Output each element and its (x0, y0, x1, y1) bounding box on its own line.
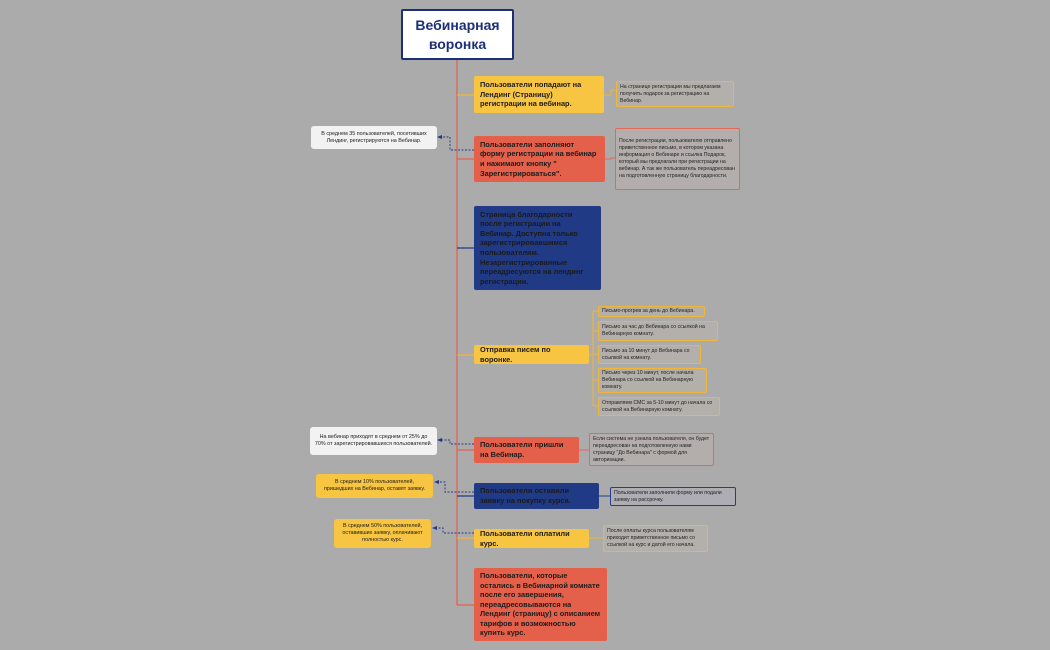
link-stat-applied (435, 481, 474, 493)
note-email-1[interactable]: Письмо-прогрев за день до Вебинара. (598, 306, 705, 317)
step-registration[interactable]: Пользователи заполняют форму регистрации… (474, 136, 605, 182)
arrow-stat-attended (437, 438, 442, 442)
step-applied[interactable]: Пользователи оставили заявку на покупку … (474, 483, 599, 509)
note-registration[interactable]: После регистрации, пользователю отправле… (615, 128, 740, 190)
arrow-stat-registration (437, 135, 442, 139)
step-thank-you[interactable]: Страница благодарности после регистрации… (474, 206, 601, 290)
link-note-landing (604, 89, 616, 96)
arrow-stat-paid (432, 526, 437, 530)
stat-paid[interactable]: В среднем 50% пользователей, оставивших … (334, 519, 431, 548)
note-paid[interactable]: После оплаты курса пользователям приходи… (603, 525, 708, 552)
note-applied[interactable]: Пользователи заполнили форму или подали … (610, 487, 736, 506)
link-stat-paid (433, 527, 474, 534)
root-title[interactable]: Вебинарная воронка (401, 9, 514, 60)
note-email-5[interactable]: Отправляем СМС за 5-10 минут до начала с… (598, 397, 720, 416)
stat-attended[interactable]: На вебинар приходят в среднем от 25% до … (310, 427, 437, 455)
step-attended[interactable]: Пользователи пришли на Вебинар. (474, 437, 579, 463)
link-stat-registration (438, 136, 474, 151)
step-paid[interactable]: Пользователи оплатили курс. (474, 529, 589, 548)
note-email-2[interactable]: Письмо за час до Вебинара со ссылкой на … (598, 321, 718, 341)
note-landing[interactable]: На странице регистрации мы предлагаем по… (616, 81, 734, 107)
stat-applied[interactable]: В среднем 10% пользователей, пришедших н… (316, 474, 433, 498)
step-upsell-landing[interactable]: Пользователи, которые остались в Вебинар… (474, 568, 607, 641)
link-emails (589, 310, 598, 407)
link-stat-attended (438, 439, 474, 445)
stat-registration[interactable]: В среднем 35 пользователей, посетивших Л… (311, 126, 437, 149)
step-landing[interactable]: Пользователи попадают на Лендинг (Страни… (474, 76, 604, 113)
note-attended[interactable]: Если система не узнала пользователя, он … (589, 433, 714, 466)
note-email-3[interactable]: Письмо за 10 минут до Вебинара со ссылко… (598, 345, 701, 364)
note-email-4[interactable]: Письмо через 10 минут, после начала Веби… (598, 368, 707, 393)
arrow-stat-applied (434, 480, 439, 484)
link-note-registration (605, 157, 615, 160)
step-emails[interactable]: Отправка писем по воронке. (474, 345, 589, 364)
